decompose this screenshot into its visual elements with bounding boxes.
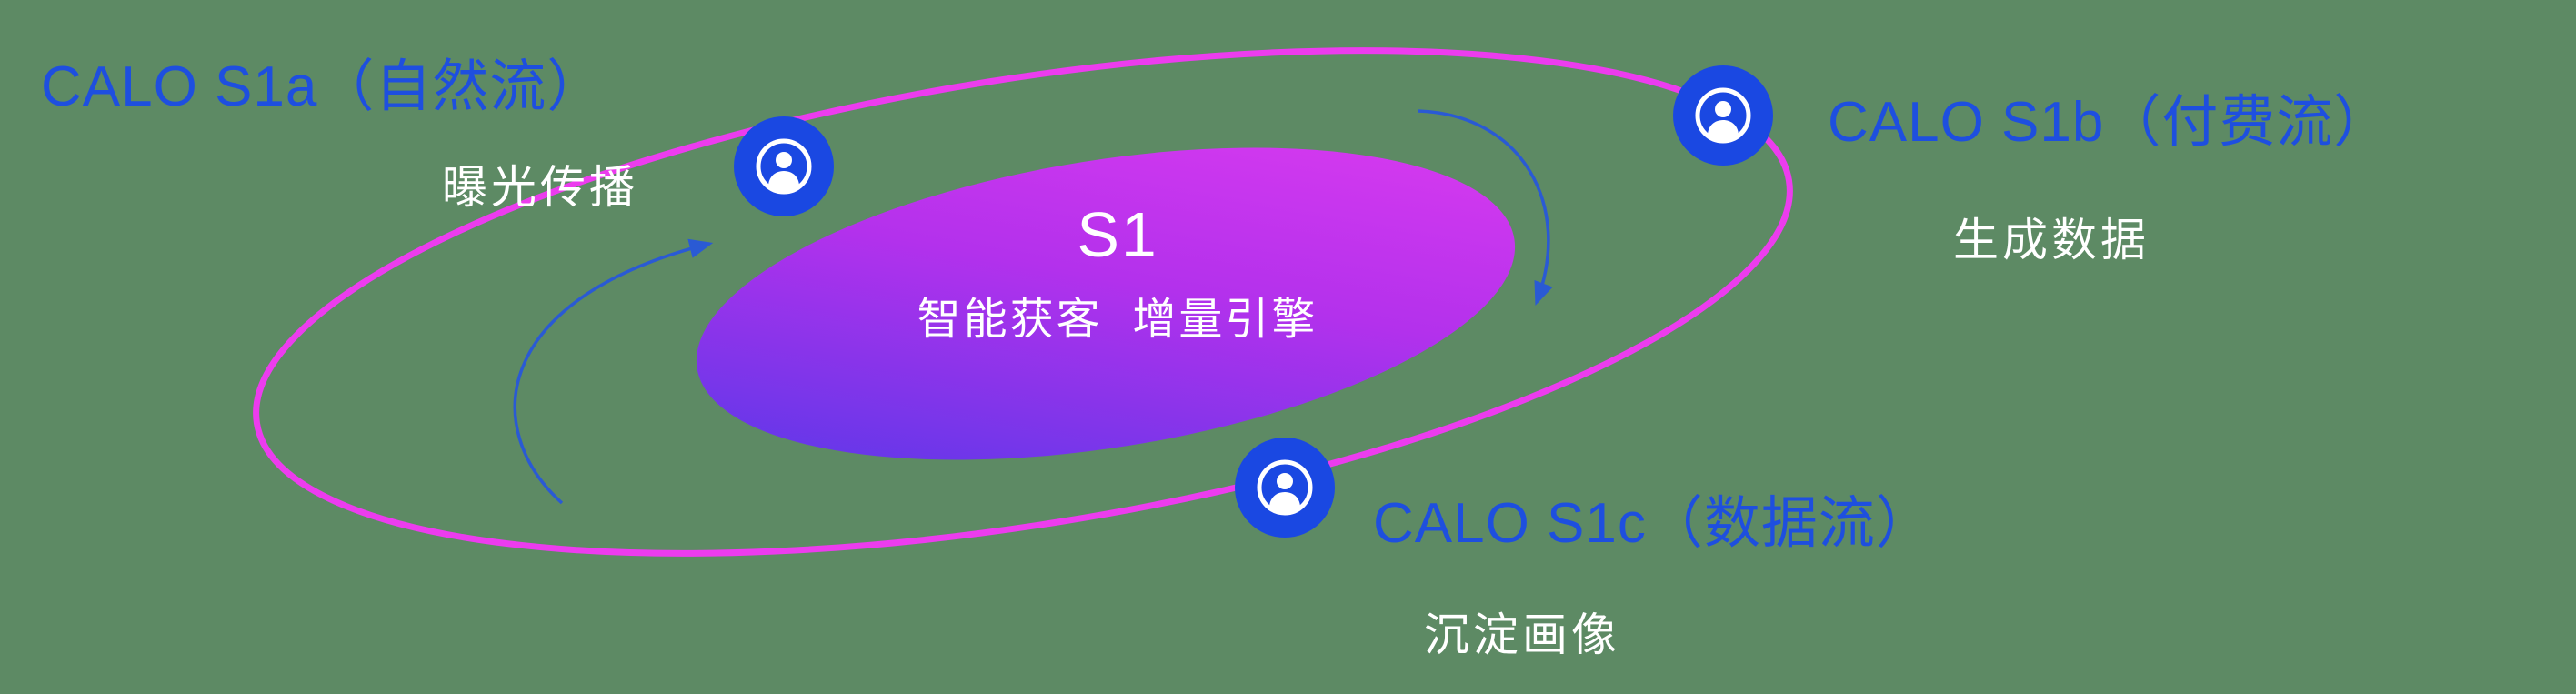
orbit-ring <box>253 47 1793 557</box>
person-icon-s1a <box>733 116 835 217</box>
flow-arrow-right <box>1418 109 1553 307</box>
sublabel-calo-s1a: 曝光传播 <box>442 162 638 213</box>
label-calo-s1c: CALO S1c（数据流） <box>1373 492 1933 555</box>
sublabel-calo-s1b: 生成数据 <box>1953 215 2150 266</box>
person-icon-s1c <box>1234 437 1336 538</box>
flow-arrow-left <box>513 238 714 505</box>
sublabel-calo-s1c: 沉淀画像 <box>1424 609 1620 660</box>
label-calo-s1b: CALO S1b（付费流） <box>1828 91 2391 154</box>
label-calo-s1a: CALO S1a（自然流） <box>41 55 605 118</box>
person-icon-s1b <box>1672 65 1774 166</box>
core-ellipse <box>696 147 1516 460</box>
